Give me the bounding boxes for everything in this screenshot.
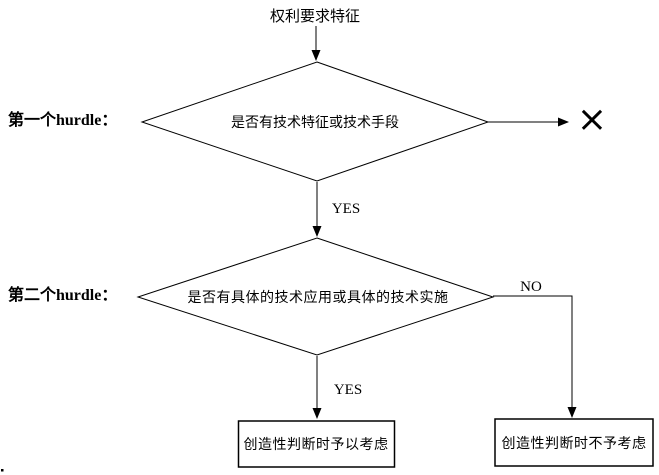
hurdle2-question: 是否有具体的技术应用或具体的技术实施 [188, 289, 449, 306]
outcome-considered-label: 创造性判断时予以考虑 [244, 437, 389, 453]
outcome-considered-box [237, 420, 396, 468]
reject-x-icon: × [577, 99, 607, 140]
hurdle1-side-label: 第一个hurdle： [8, 110, 117, 129]
hurdle1-question: 是否有技术特征或技术手段 [231, 115, 399, 131]
hurdle2-yes-label: YES [334, 382, 362, 398]
hurdle1-yes-label: YES [332, 201, 360, 217]
stray-dot [1, 469, 4, 472]
outcome-not-considered-label: 创造性判断时不予考虑 [502, 436, 647, 452]
start-label: 权利要求特征 [270, 8, 360, 25]
hurdle2-diamond [136, 237, 495, 356]
arrow-hurdle2-no-branch [493, 295, 577, 418]
hurdle1-diamond [140, 61, 490, 182]
hurdle2-no-label: NO [520, 279, 542, 295]
hurdle2-side-label: 第二个hurdle： [8, 285, 117, 304]
outcome-not-considered-box [494, 418, 654, 467]
